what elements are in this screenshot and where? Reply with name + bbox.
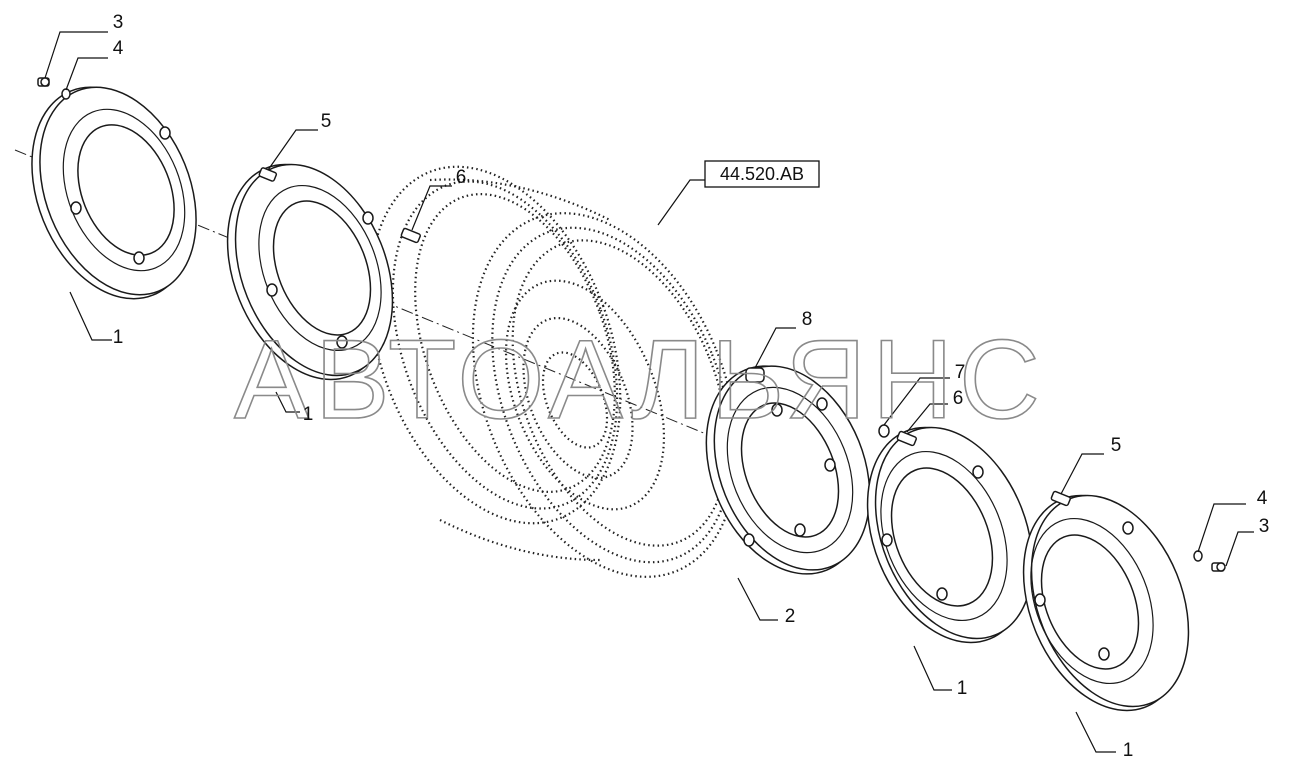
watermark-text: АВТОАЛЬЯНС: [234, 317, 1046, 442]
wheel-weight-right-outer: [1022, 494, 1190, 712]
bolt-3-left: [37, 77, 50, 87]
washer-4-right: [1193, 550, 1203, 562]
callout-8: 8: [802, 309, 813, 330]
stud-5-right: [1050, 490, 1071, 507]
wheel-weight-center: [705, 365, 871, 575]
wheel-weight-left-outer: [31, 86, 197, 300]
callout-1-left-inner: 1: [303, 404, 314, 425]
callout-3-left: 3: [113, 12, 124, 33]
reference-label-box: 44.520.AB: [704, 160, 820, 188]
callout-5-left: 5: [321, 111, 332, 132]
callout-5-right: 5: [1111, 435, 1122, 456]
bolt-3-right: [1211, 562, 1226, 572]
callout-6-left: 6: [456, 167, 467, 188]
callout-1-right-inner: 1: [957, 678, 968, 699]
callout-4-left: 4: [113, 38, 124, 59]
callout-6-right: 6: [953, 388, 964, 409]
callout-4-right: 4: [1257, 488, 1268, 509]
callout-1-right-outer: 1: [1123, 740, 1134, 761]
stud-6-left: [400, 227, 421, 244]
callout-7: 7: [955, 362, 966, 383]
callout-2: 2: [785, 606, 796, 627]
reference-label: 44.520.AB: [720, 164, 804, 184]
stud-6-right: [896, 430, 917, 447]
leader-lines: [44, 31, 1254, 753]
callout-1-left-outer: 1: [113, 327, 124, 348]
callout-3-right: 3: [1259, 516, 1270, 537]
callouts: 3 4 5 6 1 1 8 7 6 5 4 3 2 1 1: [113, 12, 1270, 761]
wheel-weight-right-inner: [866, 426, 1034, 644]
wheel-rim-tire-phantom: [368, 165, 739, 578]
washer-4-left: [61, 88, 71, 100]
stud-5-left: [258, 167, 278, 182]
wheel-weight-left-inner: [226, 163, 394, 381]
